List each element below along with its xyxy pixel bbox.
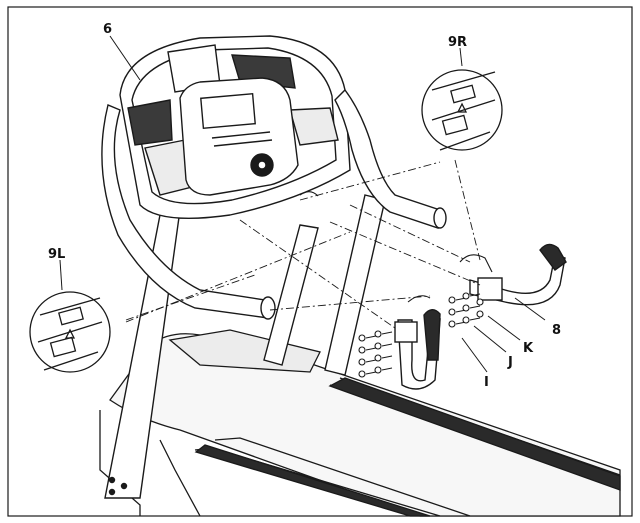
detail-circle-9l [29,291,111,373]
handle-left-part [394,309,441,390]
guide-lines [125,159,481,329]
label-part-k: K [523,341,534,356]
leader-lines [59,35,546,373]
detail-circle-9r [421,69,503,151]
console-frame [119,35,351,219]
fastener-group-right [448,292,484,328]
cable-connectors [299,191,493,303]
label-detail-9r: 9R [448,35,467,50]
handlebar-left [101,104,276,320]
upright-right [263,194,386,376]
label-part-j: J [507,355,513,370]
treadmill-deck [99,329,621,517]
label-handle-8: 8 [552,323,561,338]
label-detail-9l: 9L [48,247,65,262]
label-console-6: 6 [103,22,112,37]
label-part-i: I [484,375,489,390]
fastener-group-left [358,330,393,378]
handle-right-part-8 [469,243,567,306]
figure-border [7,6,633,517]
handlebar-right [334,88,447,229]
